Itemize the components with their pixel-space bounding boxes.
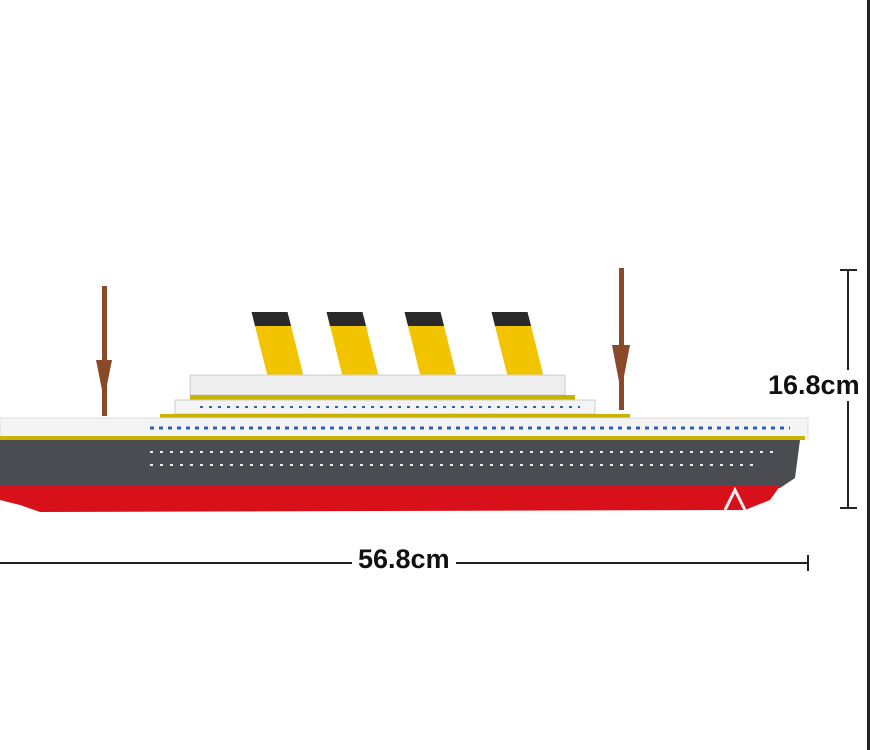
hull-lower xyxy=(0,486,780,512)
mast-rear xyxy=(612,268,630,410)
ship xyxy=(0,268,809,512)
superstructure xyxy=(0,374,809,440)
height-label: 16.8cm xyxy=(768,370,860,401)
image-border xyxy=(867,0,870,750)
length-label: 56.8cm xyxy=(352,544,456,575)
mast-front xyxy=(96,286,112,416)
funnels xyxy=(251,312,545,380)
